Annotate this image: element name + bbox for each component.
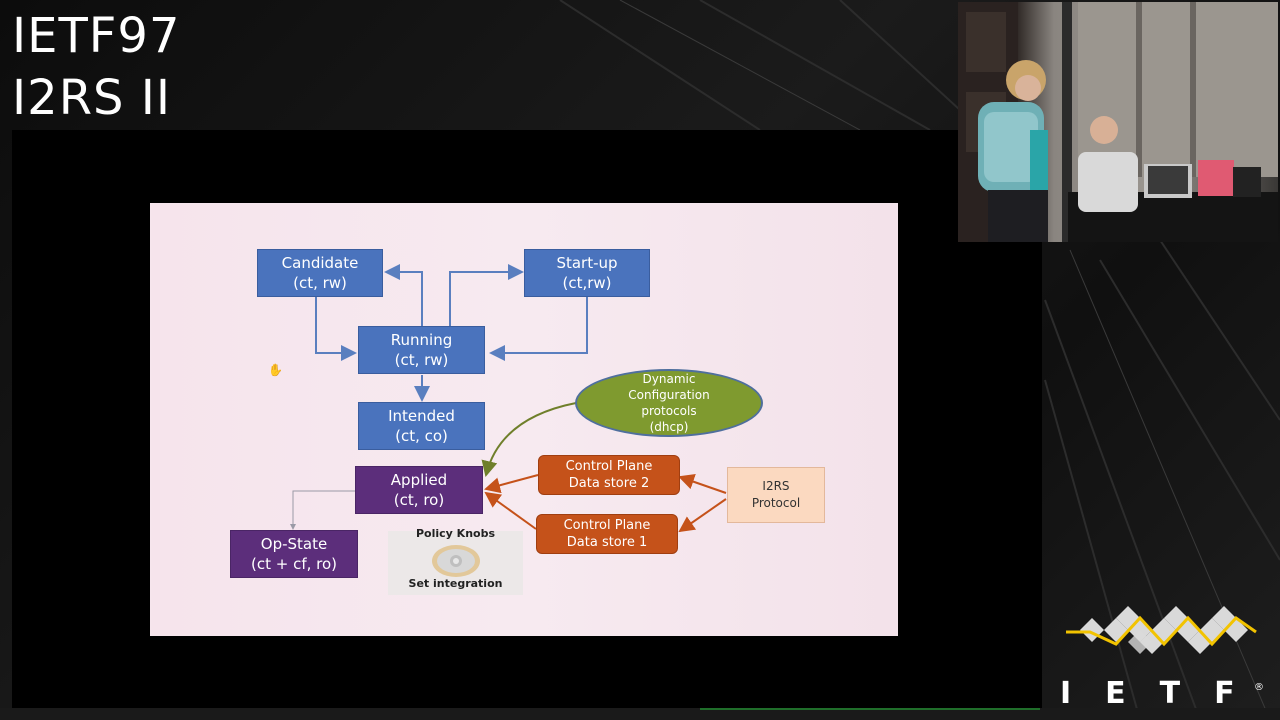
slide: Candidate (ct, rw) Start-up (ct,rw) Runn…	[150, 203, 898, 636]
arrow-i2rs-to-cp2	[678, 474, 727, 494]
ietf-logo-mark	[1066, 606, 1257, 654]
set-integration-label: Set integration	[408, 577, 503, 590]
progress-strip	[700, 708, 1040, 710]
node-i2rs-line1: I2RS	[762, 479, 790, 493]
arrow-applied-to-opstate	[290, 490, 355, 530]
node-startup-attrs: (ct,rw)	[562, 274, 612, 292]
node-running-name: Running	[390, 331, 453, 349]
node-control-plane-1: Control Plane Data store 1	[536, 514, 678, 554]
node-startup-name: Start-up	[556, 254, 618, 272]
node-applied-name: Applied	[390, 471, 448, 489]
node-opstate-name: Op-State	[260, 535, 328, 553]
policy-knobs-graphic: Policy Knobs Set integration	[388, 527, 523, 595]
node-control-plane-2: Control Plane Data store 2	[538, 455, 680, 495]
bottom-bar	[0, 708, 1280, 720]
event-title: IETF97	[12, 8, 181, 64]
arrow-running-to-candidate	[384, 264, 423, 327]
node-dynamic-config: Dynamic Configuration protocols (dhcp)	[575, 369, 763, 437]
hand-cursor-icon: ✋	[268, 363, 283, 377]
node-dynamic-line3: protocols	[641, 404, 697, 418]
node-running-attrs: (ct, rw)	[394, 351, 449, 369]
node-cp2-line1: Control Plane	[565, 459, 653, 474]
node-cp1-line1: Control Plane	[563, 518, 651, 533]
policy-knobs-label: Policy Knobs	[415, 527, 495, 540]
node-intended-attrs: (ct, co)	[395, 427, 448, 445]
node-opstate-attrs: (ct + cf, ro)	[250, 555, 337, 573]
node-candidate-attrs: (ct, rw)	[293, 274, 347, 292]
registered-mark: ®	[1254, 682, 1264, 693]
arrow-startup-to-running	[489, 297, 588, 361]
camera-scene	[958, 2, 1278, 242]
node-dynamic-line4: (dhcp)	[649, 420, 689, 434]
node-opstate: Op-State (ct + cf, ro)	[230, 530, 358, 578]
arrow-i2rs-to-cp1	[678, 498, 727, 533]
node-candidate: Candidate (ct, rw)	[257, 249, 383, 297]
diagram-arrows	[290, 264, 727, 533]
arrow-running-to-startup	[449, 264, 524, 327]
arrow-dynamic-to-applied	[481, 402, 577, 477]
node-cp2-line2: Data store 2	[568, 476, 650, 491]
node-intended-name: Intended	[388, 407, 455, 425]
node-cp1-line2: Data store 1	[566, 535, 648, 550]
session-title: I2RS II	[12, 70, 172, 126]
node-applied: Applied (ct, ro)	[355, 466, 483, 514]
speaker-camera-feed	[958, 2, 1278, 242]
knob-icon	[432, 545, 480, 577]
ietf-wordmark: IETF	[1060, 676, 1269, 711]
node-candidate-name: Candidate	[281, 254, 359, 272]
node-i2rs-line2: Protocol	[751, 496, 801, 510]
node-dynamic-line1: Dynamic	[642, 372, 696, 386]
node-dynamic-line2: Configuration	[628, 388, 710, 402]
arrow-cp1-to-applied	[484, 491, 537, 530]
node-running: Running (ct, rw)	[358, 326, 485, 374]
node-startup: Start-up (ct,rw)	[524, 249, 650, 297]
logo-zigzag-line	[1066, 615, 1257, 647]
node-intended: Intended (ct, co)	[358, 402, 485, 450]
arrow-candidate-to-running	[315, 297, 357, 361]
node-i2rs-protocol: I2RS Protocol	[727, 467, 825, 523]
node-applied-attrs: (ct, ro)	[393, 491, 445, 509]
arrow-cp2-to-applied	[484, 474, 539, 494]
